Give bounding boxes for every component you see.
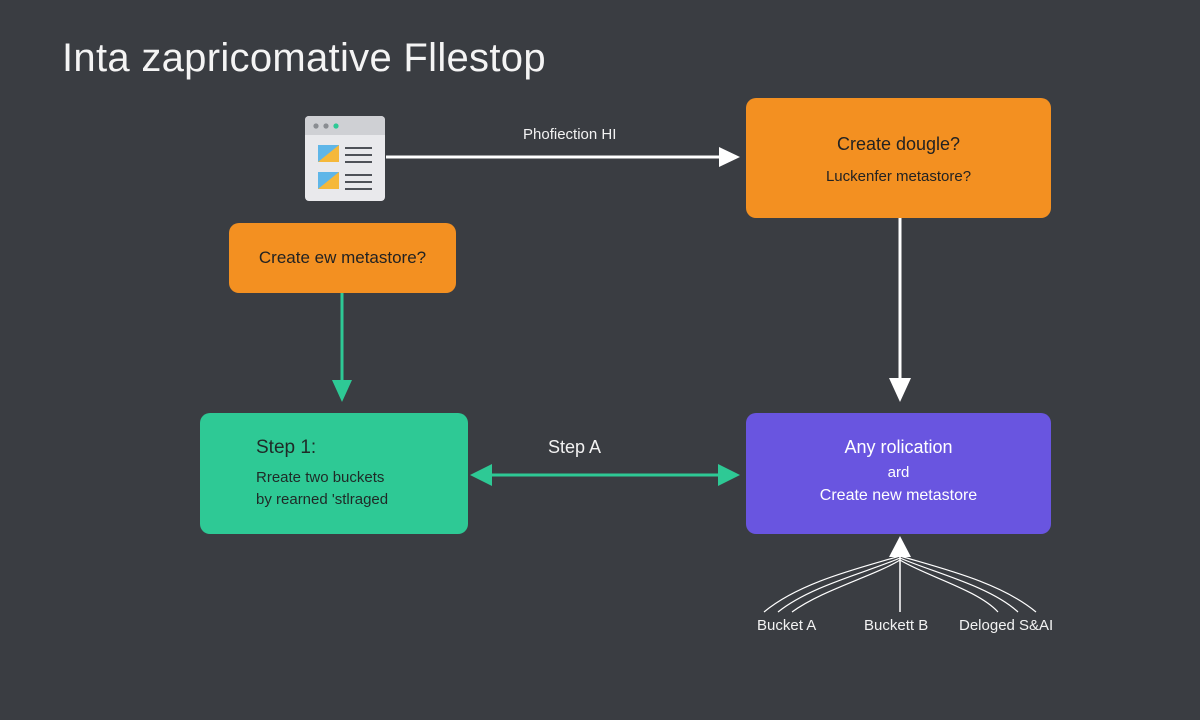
arrow-left-box-to-step [332, 293, 352, 402]
node-top-right-line2: Luckenfer metastore? [825, 168, 972, 185]
document-window-icon [305, 116, 385, 201]
node-purple-line2: ard [887, 464, 910, 481]
node-step-title: Step 1: [256, 437, 317, 458]
arrow-label-middle: Step A [548, 437, 602, 457]
delogged-label: Deloged S&AI [959, 617, 1054, 634]
node-step-line2: by rearned 'stlraged [256, 491, 389, 508]
node-purple-line3: Create new metastore [819, 487, 978, 504]
node-step: Step 1: Rreate two buckets by rearned 's… [200, 413, 468, 534]
node-top-right: Create dougle? Luckenfer metastore? [746, 98, 1051, 218]
node-step-line1: Rreate two buckets [256, 469, 385, 486]
node-purple-line1: Any rolication [844, 437, 953, 457]
bucket-fan-connectors [763, 536, 1037, 613]
node-top-right-line1: Create dougle? [836, 134, 961, 154]
arrow-label-top: Phofiection HI [523, 126, 617, 143]
node-left: Create ew metastore? [229, 223, 456, 293]
bucket-a-label: Bucket A [757, 617, 817, 634]
double-arrow-step-purple [470, 464, 740, 486]
node-left-label: Create ew metastore? [258, 248, 427, 267]
diagram-title: Inta zapricomative Fllestop [62, 36, 546, 80]
arrow-top-right-to-purple [889, 218, 911, 402]
arrow-icon-to-top-right [386, 147, 740, 167]
bucket-b-label: Buckett B [864, 617, 929, 634]
node-purple: Any rolication ard Create new metastore [746, 413, 1051, 534]
